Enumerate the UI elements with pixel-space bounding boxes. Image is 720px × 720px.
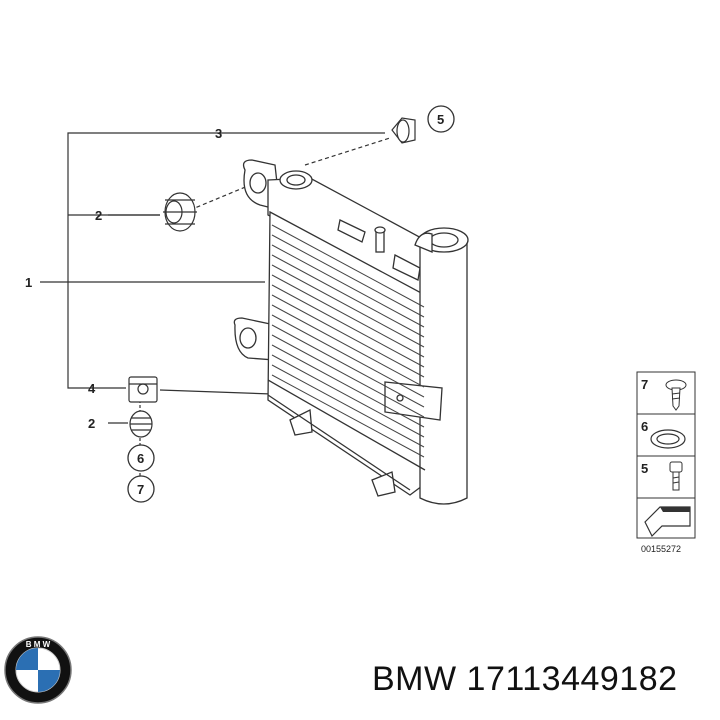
legend-box: 7 6 5 00155272 — [636, 371, 696, 554]
grommet-part-2-lower — [129, 410, 153, 438]
callout-2-upper: 2 — [95, 208, 102, 223]
legend-number-5: 5 — [641, 461, 648, 476]
cooler-fins — [271, 224, 425, 458]
brand-name: BMW — [372, 660, 457, 698]
bolt-icon — [669, 461, 683, 491]
callout-5: 5 — [437, 112, 444, 127]
part-caption: BMW 17113449182 — [372, 660, 678, 699]
grommet-part-2-upper — [163, 192, 197, 232]
legend-number-7: 7 — [641, 377, 648, 392]
torx-screw-icon — [665, 379, 687, 411]
callout-6-circle — [127, 444, 155, 472]
callout-2-lower: 2 — [88, 416, 95, 431]
clip-nut-part-4 — [128, 376, 158, 403]
sealing-ring-icon — [650, 429, 686, 449]
callout-3: 3 — [215, 126, 222, 141]
oil-cooler-part-1 — [233, 159, 469, 505]
arrow-icon — [644, 506, 691, 538]
callout-7: 7 — [137, 482, 144, 497]
part-number: 17113449182 — [466, 660, 678, 698]
bmw-logo-text: B M W — [26, 640, 51, 649]
leader-lines — [40, 132, 391, 478]
bmw-logo: B M W — [4, 636, 72, 704]
legend-reference: 00155272 — [641, 544, 681, 554]
callout-5-circle — [427, 105, 455, 133]
legend-number-6: 6 — [641, 419, 648, 434]
callout-7-circle — [127, 475, 155, 503]
screw-part-5 — [391, 117, 416, 144]
callout-6: 6 — [137, 451, 144, 466]
callout-4: 4 — [88, 381, 96, 396]
callout-1: 1 — [25, 275, 32, 290]
